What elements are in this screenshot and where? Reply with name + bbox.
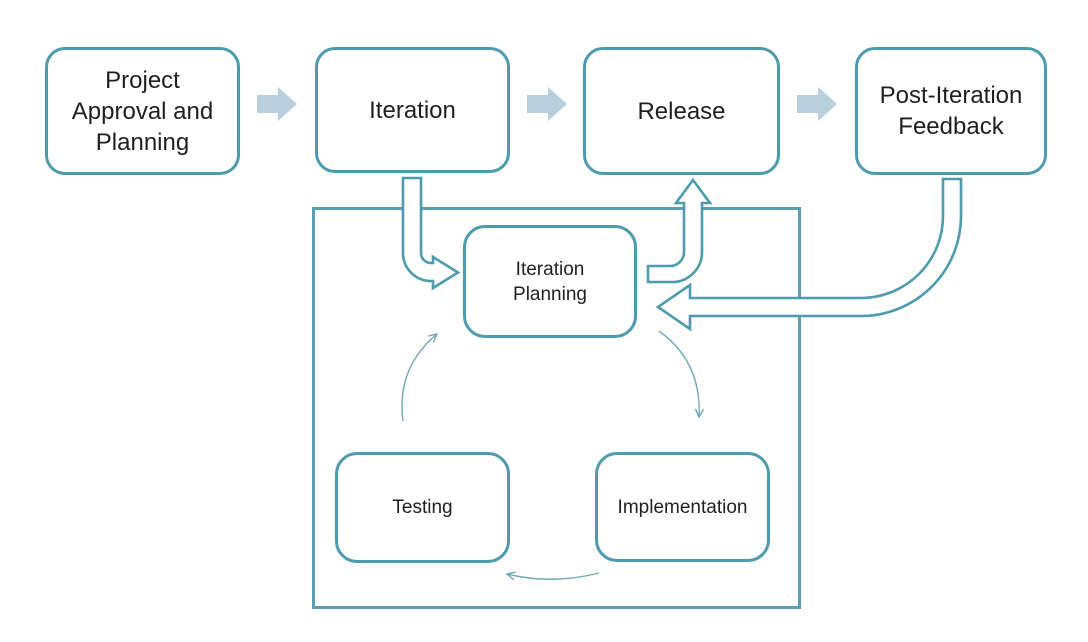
pipe-arrow-feedback-to-iteration-planning	[655, 177, 963, 332]
node-post-iteration-feedback: Post-Iteration Feedback	[855, 47, 1047, 175]
thin-arrow-testing-to-iteration-planning	[401, 333, 439, 422]
block-arrow-release-to-feedback	[797, 87, 837, 121]
node-release: Release	[583, 47, 780, 175]
node-label: Release	[637, 97, 726, 125]
node-testing: Testing	[335, 452, 510, 563]
thin-arrow-implementation-to-testing	[505, 571, 600, 581]
node-label: Iteration	[369, 96, 456, 124]
block-arrow-project-to-iteration	[257, 87, 297, 121]
block-arrow-iteration-to-release	[527, 87, 567, 121]
pipe-arrow-iteration-planning-to-release	[646, 177, 713, 284]
node-label: Project Approval and Planning	[71, 66, 214, 156]
node-project-approval-planning: Project Approval and Planning	[45, 47, 240, 175]
node-label: Iteration Planning	[513, 258, 587, 305]
thin-arrow-iteration-planning-to-implementation	[658, 330, 705, 419]
node-iteration: Iteration	[315, 47, 510, 173]
node-implementation: Implementation	[595, 452, 770, 562]
node-label: Implementation	[617, 496, 748, 518]
node-iteration-planning: Iteration Planning	[463, 225, 637, 338]
node-label: Post-Iteration Feedback	[879, 82, 1023, 140]
pipe-arrow-iteration-to-iteration-planning	[401, 176, 461, 291]
node-label: Testing	[392, 497, 453, 518]
iteration-cycle-container	[312, 207, 801, 609]
